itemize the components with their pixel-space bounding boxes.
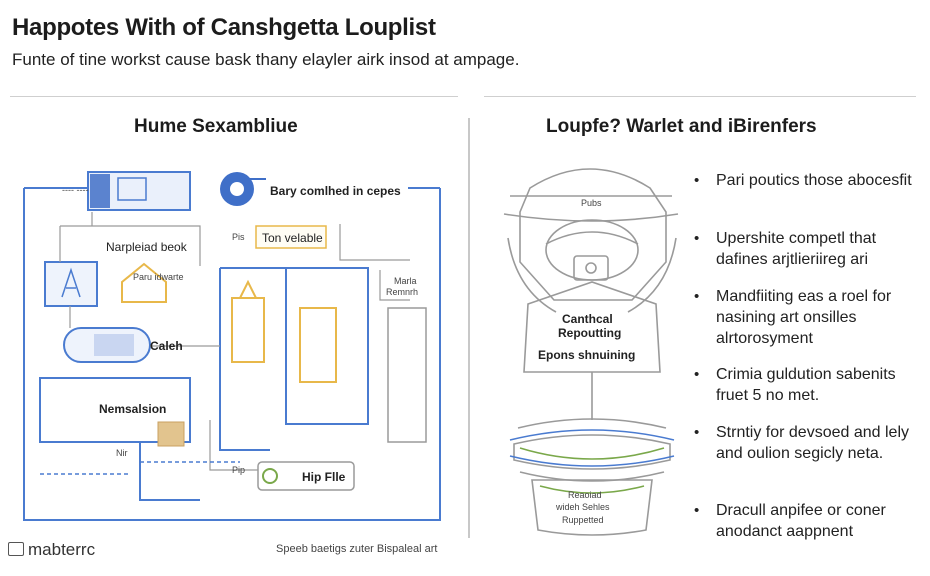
bullet-item: Upershite competl that dafines arjtlieri…: [694, 228, 924, 270]
footer-logo-text: mabterrc: [28, 540, 96, 559]
blue-frame: [285, 267, 369, 425]
left-section-title: Hume Sexambliue: [134, 116, 298, 137]
ton-label-box: [255, 225, 327, 249]
funnel-bot1-label: Reaoiad: [568, 490, 602, 500]
funnel-green-shapes: [519, 447, 665, 494]
right-section-title: Loupfe? Warlet and iBirenfers: [546, 116, 817, 137]
gear-icon-center: [230, 182, 244, 196]
page-subtitle: Funte of tine workst cause bask thany el…: [12, 50, 520, 69]
napple-label: Narpleiad beok: [106, 240, 187, 254]
funnel-bot2-label: wideh Sehles: [556, 502, 610, 512]
grey-connectors: [59, 212, 410, 471]
home-icon: [121, 262, 167, 303]
bullet-item: Crimia guldution sabenits fruet 5 no met…: [694, 364, 924, 406]
footer-logo: mabterrc: [8, 540, 95, 560]
funnel-bot3-label: Ruppetted: [562, 515, 604, 525]
funnel-blue-shapes: [509, 429, 675, 467]
right-divider: [484, 96, 916, 97]
yellow-block-1: [231, 297, 265, 363]
page-title: Happotes With of Canshgetta Louplist: [12, 14, 436, 41]
capsule-inner: [94, 334, 134, 356]
funnel-mid1-label: Canthcal: [562, 312, 613, 326]
bullet-item: Mandfiiting eas a roel for nasining art …: [694, 286, 924, 349]
funnel-mid2-label: Repoutting: [558, 326, 622, 340]
tiny-top-label: ---- ----: [62, 185, 89, 195]
ton-label: Ton velable: [262, 231, 323, 245]
remnrh-label: Remnrh: [386, 287, 419, 297]
nir-label: Nir: [116, 448, 128, 458]
pis-label: Pis: [232, 232, 245, 242]
panel-separator: [468, 118, 470, 538]
up-arrow-icon: [239, 279, 257, 299]
nemsalsion-label: Nemsalsion: [99, 402, 167, 416]
file-icon: [262, 468, 278, 484]
bullet-item: Dracull anpifee or coner anodanct aappne…: [694, 500, 924, 542]
top-box-label: Bary comlhed in cepes: [270, 184, 401, 198]
box-icon: [157, 421, 185, 447]
hip-file-label: Hip Flle: [302, 470, 346, 484]
funnel-top-label: Pubs: [581, 198, 602, 208]
bullet-item: Strntiy for devsoed and lely and oulion …: [694, 422, 924, 464]
logo-icon: [8, 542, 24, 556]
caleh-label: Caleh: [150, 339, 183, 353]
funnel-mid3-label: Epons shnuining: [538, 348, 636, 362]
yellow-block-2: [299, 307, 337, 383]
triangle-icon: [61, 267, 81, 298]
bullet-item: Pari poutics those abocesfit: [694, 170, 912, 191]
top-left-box-fill: [90, 174, 110, 208]
pip-label: Pip: [232, 465, 246, 475]
paru-label: Paru idwarte: [133, 272, 184, 282]
window-icon: [117, 177, 147, 201]
dashed-connectors: [40, 461, 240, 475]
hip-file-box: [257, 461, 355, 491]
left-divider: [10, 96, 458, 97]
grey-column: [387, 307, 427, 443]
footer-note: Speeb baetigs zuter Bispaleal art: [276, 543, 438, 555]
flow-diagram: [23, 171, 441, 521]
marla-label: Marla: [394, 276, 417, 286]
